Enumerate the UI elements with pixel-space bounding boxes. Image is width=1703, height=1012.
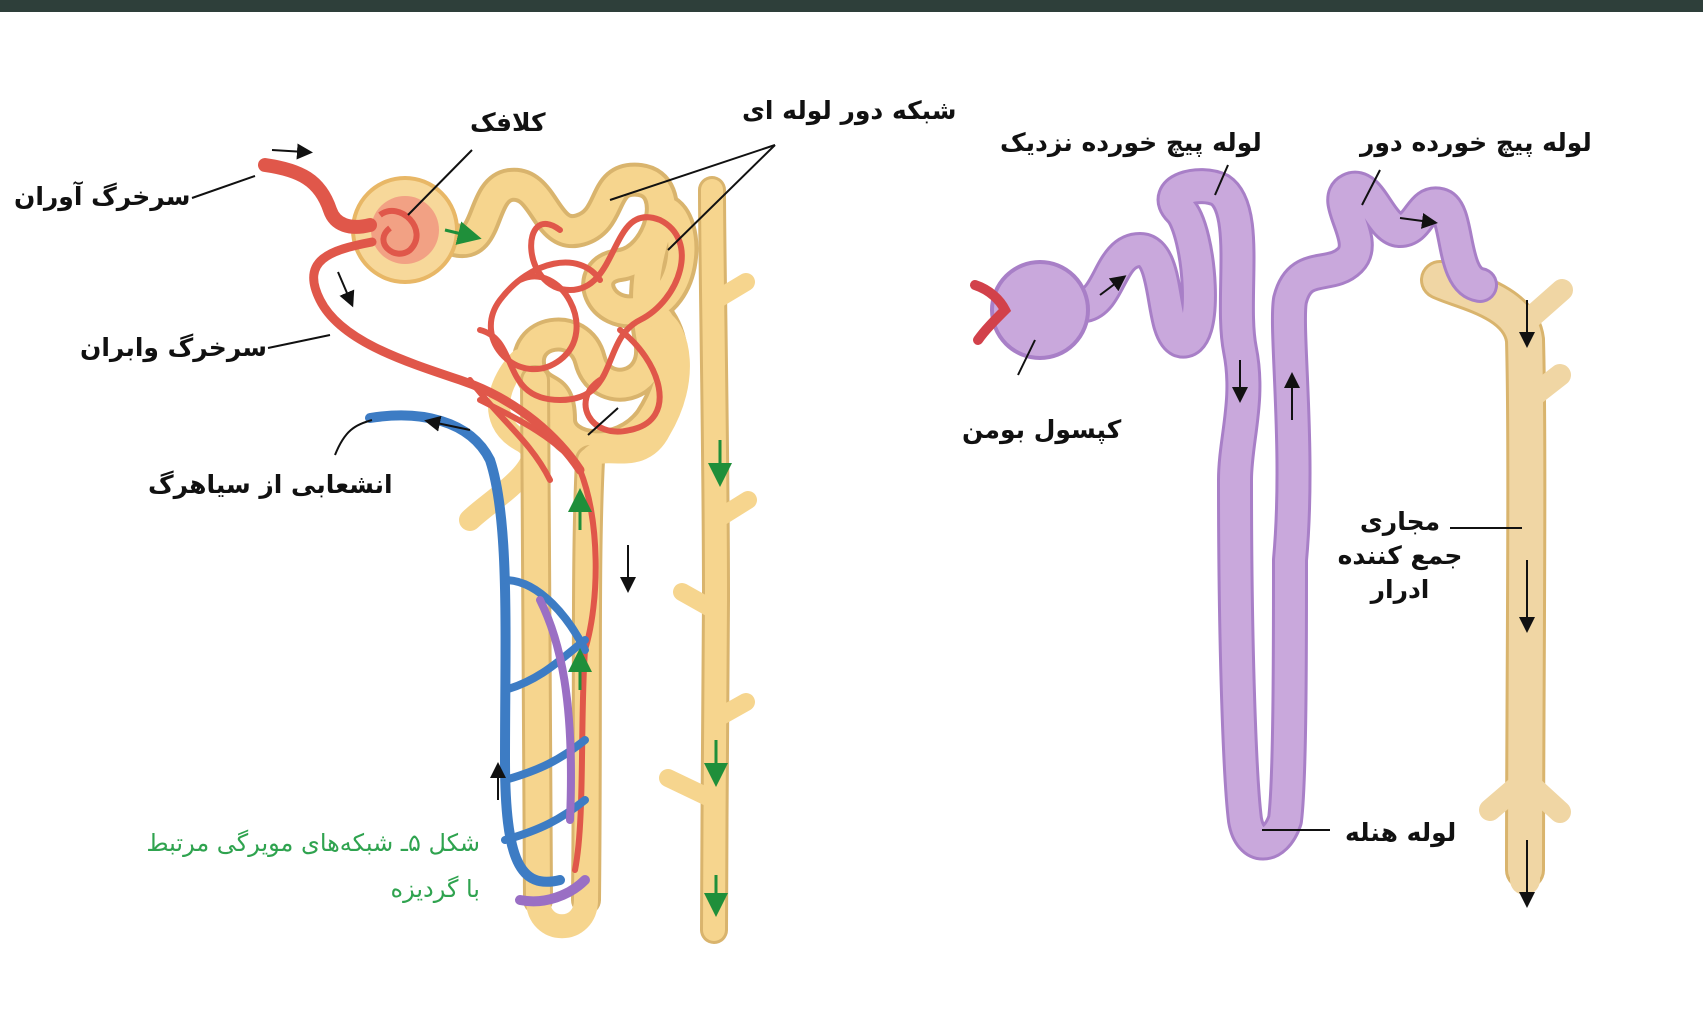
bowman-capsule (975, 262, 1088, 358)
figure-caption: شکل ۵ـ شبکه‌های مویرگی مرتبط با گردیزه (80, 820, 480, 912)
afferent-arteriole-label: سرخرگ آوران (14, 182, 190, 211)
peritubular-network-label: شبکه دور لوله ای (742, 96, 956, 125)
caption-line-2: با گردیزه (80, 866, 480, 912)
loop-of-henle-label: لوله هنله (1345, 818, 1456, 847)
efferent-arteriole-label: سرخرگ وابران (80, 333, 267, 362)
proximal-tubule-label: لوله پیچ خورده نزدیک (1000, 128, 1262, 157)
bowman-capsule-label: کپسول بومن (962, 415, 1121, 444)
caption-line-1: شکل ۵ـ شبکه‌های مویرگی مرتبط (80, 820, 480, 866)
collecting-duct-label: مجاری جمع کننده ادرار (1335, 505, 1465, 607)
venule-branch-label: انشعابی از سیاهرگ (148, 470, 393, 499)
distal-tubule-label: لوله پیچ خورده دور (1360, 128, 1592, 157)
glomerulus-label: کلافک (470, 108, 546, 137)
